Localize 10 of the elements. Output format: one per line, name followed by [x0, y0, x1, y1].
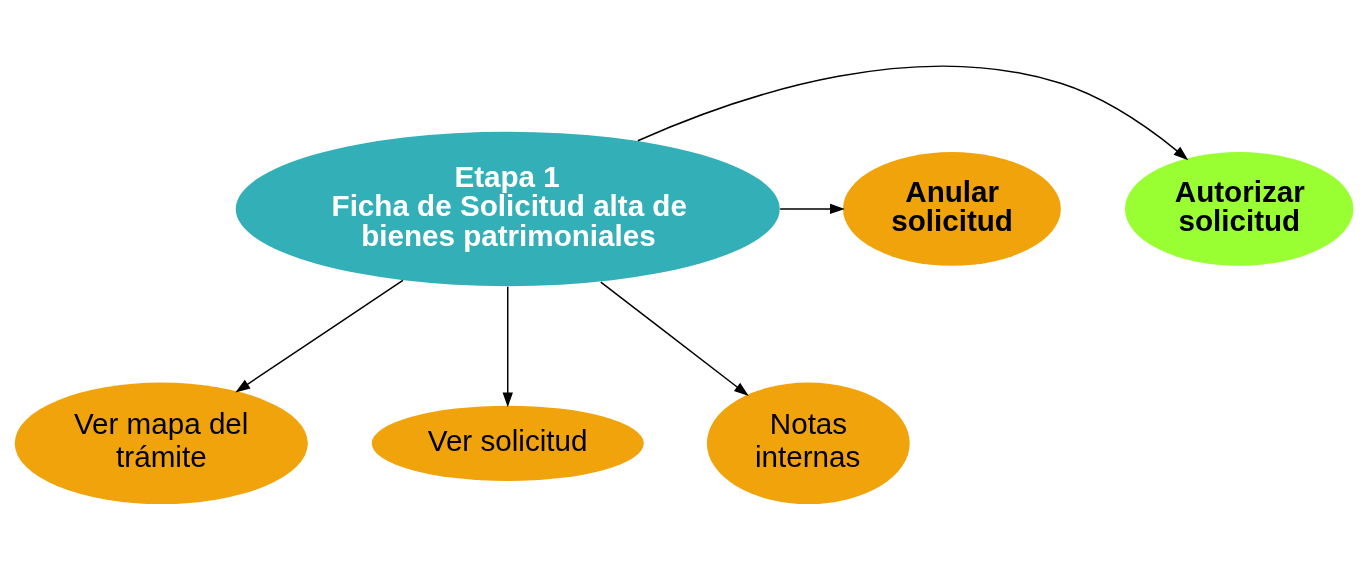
node-ellipse: Anular solicitud — [843, 151, 1061, 266]
arrow — [600, 280, 749, 396]
arrow — [637, 65, 1189, 160]
arrow — [779, 203, 845, 214]
arrow — [502, 285, 513, 407]
node-ellipse: Ver solicitud — [371, 405, 644, 481]
node-ellipse: Autorizar solicitud — [1124, 151, 1354, 266]
node-ellipse: Ver mapa del trámite — [14, 382, 308, 504]
arrow — [235, 279, 404, 392]
node-ellipse: Etapa 1 Ficha de Solicitud alta de bienes patrimoniales — [235, 131, 780, 286]
